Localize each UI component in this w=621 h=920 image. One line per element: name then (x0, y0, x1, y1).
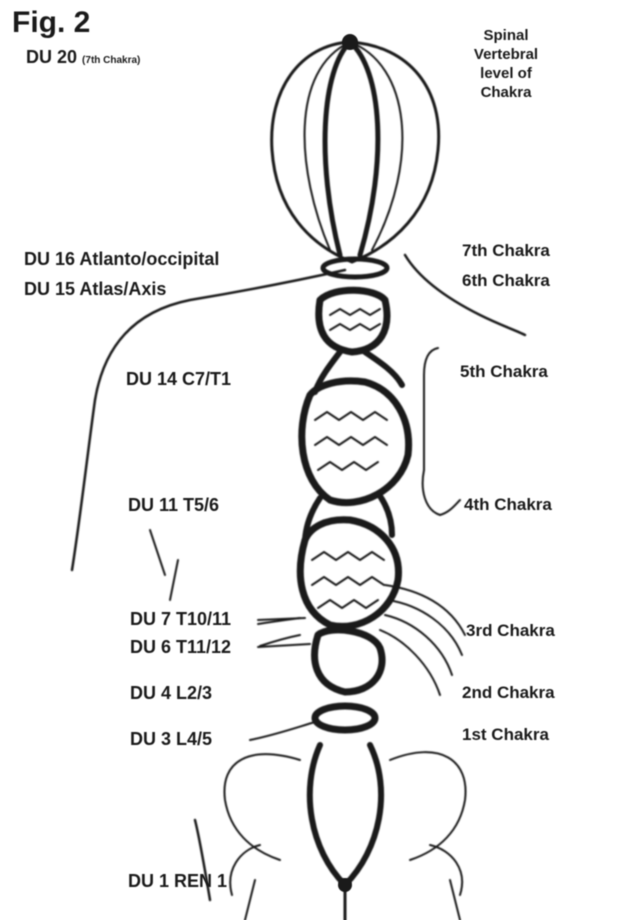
hip-right (430, 845, 462, 895)
du-6-label: DU 6 T11/12 (130, 638, 231, 656)
header-spinal-level: Spinal Vertebral level of Chakra (446, 26, 566, 102)
du-16-label: DU 16 Atlanto/occipital (24, 250, 219, 268)
skull-line-right (350, 42, 378, 255)
chakra-4-label: 4th Chakra (464, 496, 552, 513)
hip-left (230, 845, 260, 895)
header-line-2: Vertebral (474, 46, 538, 63)
head-outline (272, 42, 439, 262)
du-15-label: DU 15 Atlas/Axis (24, 280, 166, 298)
chakra-7-label: 7th Chakra (462, 242, 550, 259)
skull-line-left (325, 42, 350, 255)
du-3-leader (250, 722, 315, 740)
du-1-label: DU 1 REN 1 (128, 872, 227, 890)
ren-1-node (338, 878, 352, 892)
du-20-label: DU 20 (7th Chakra) (26, 48, 140, 66)
segment-texture-3 (312, 552, 384, 608)
du-4-label: DU 4 L2/3 (130, 684, 212, 702)
pelvis-left (224, 754, 300, 860)
rib-3 (385, 615, 452, 675)
rib-2 (388, 600, 462, 655)
chakra-6-label: 6th Chakra (462, 272, 550, 289)
segment-texture-5 (330, 309, 380, 330)
chakra-5-bracket (424, 348, 438, 470)
du-7-label: DU 7 T10/11 (130, 610, 231, 628)
chakra-2-label: 2nd Chakra (462, 684, 555, 701)
header-line-4: Chakra (481, 84, 532, 101)
du-11-pointer (150, 530, 178, 600)
du-3-label: DU 3 L4/5 (130, 730, 212, 748)
vertebra-segment-3 (300, 520, 398, 627)
chakra-1-label: 1st Chakra (462, 726, 549, 743)
spine-link-4 (380, 496, 392, 535)
chakra-4-bracket (423, 470, 460, 515)
header-line-1: Spinal (483, 27, 528, 44)
chakra-3-label: 3rd Chakra (466, 622, 555, 639)
du-20-note: (7th Chakra) (82, 55, 140, 66)
vertebra-segment-1 (315, 706, 375, 730)
header-line-3: level of (480, 65, 532, 82)
du-11-label: DU 11 T5/6 (128, 496, 219, 514)
du-14-label: DU 14 C7/T1 (126, 370, 231, 388)
femur-right (450, 880, 460, 920)
chakra-5-label: 5th Chakra (460, 363, 548, 380)
du-20-node (342, 34, 358, 50)
sacrum-outline (310, 745, 381, 885)
du-20-code: DU 20 (26, 47, 77, 67)
segment-texture-4 (315, 412, 387, 470)
figure-label: Fig. 2 (12, 8, 90, 38)
pelvis-right (390, 752, 466, 860)
vertebra-segment-4 (302, 381, 409, 503)
right-shoulder (405, 255, 525, 335)
du-7-leader (258, 618, 305, 620)
vertebra-segment-5 (319, 290, 387, 352)
femur-left (245, 880, 255, 920)
vertebra-segment-2 (315, 630, 382, 692)
